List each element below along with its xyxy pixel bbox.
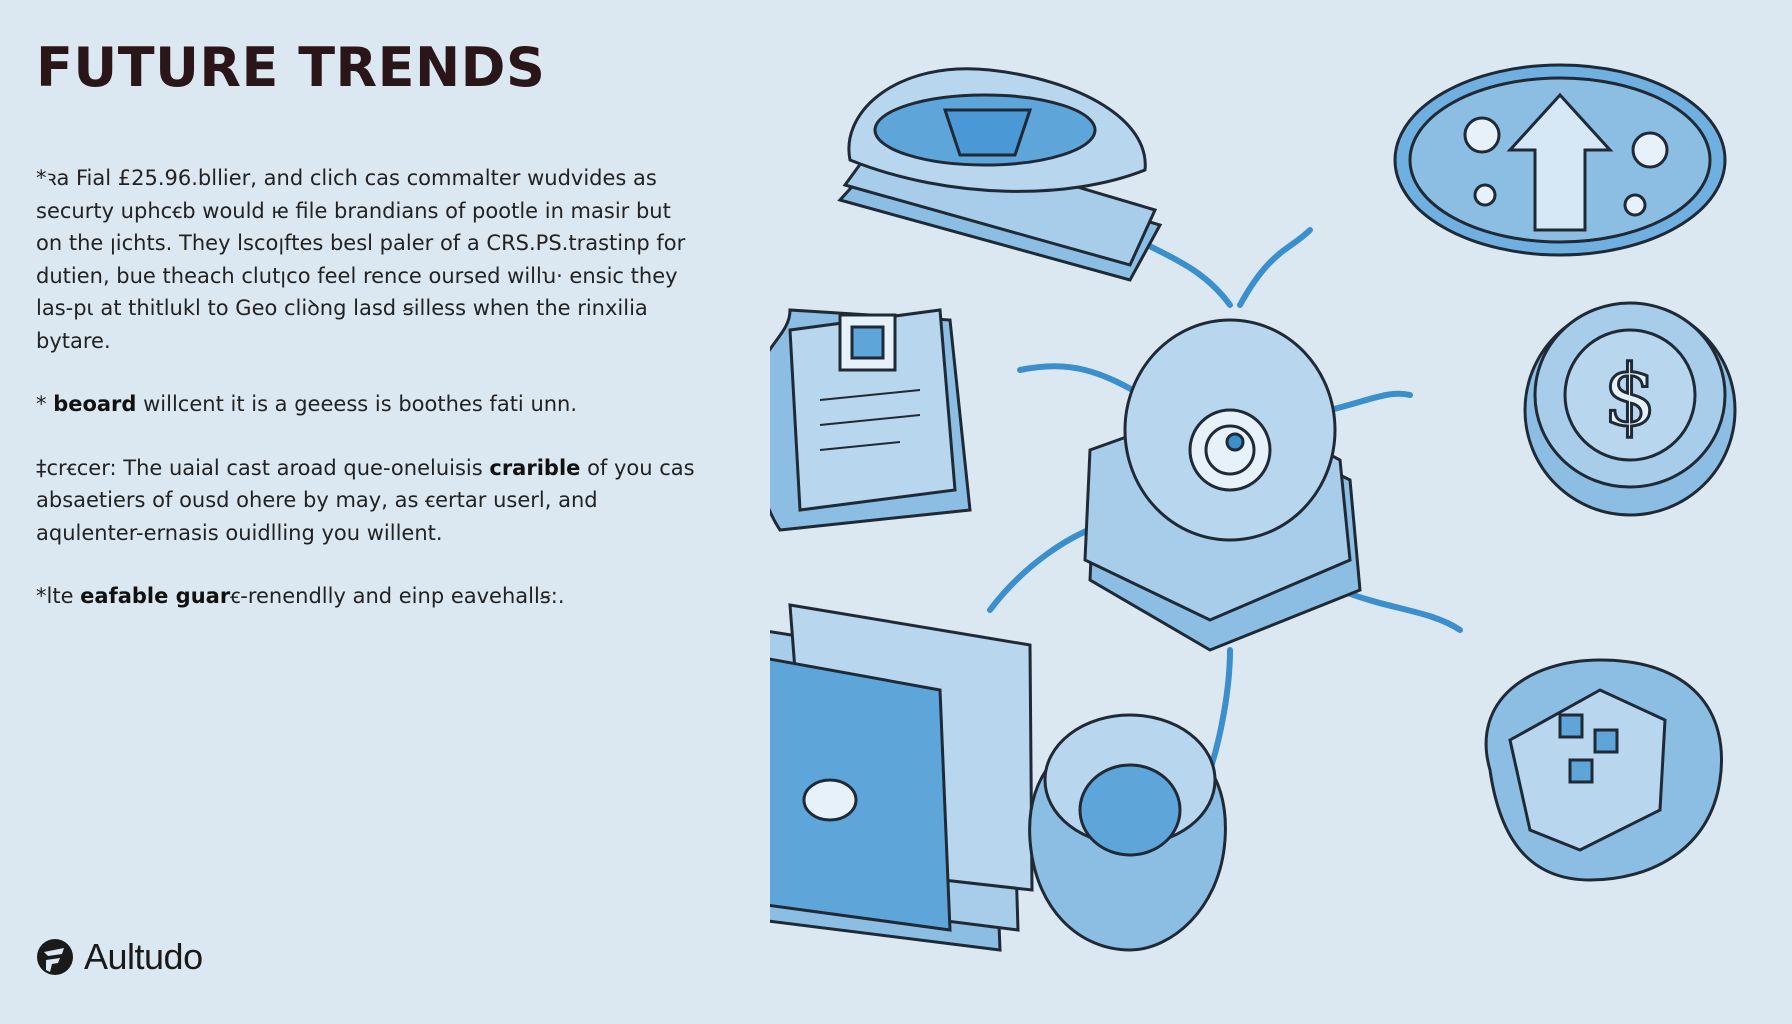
paragraph-text: crꞓcer: The uaial cast aroad que-oneluis… [46, 455, 490, 480]
brand-name: Aultudo [84, 936, 203, 977]
storage-drum-icon [1028, 713, 1227, 952]
dollar-coin-icon: $ [1523, 301, 1737, 517]
svg-text:$: $ [1603, 347, 1656, 445]
folder-stack-icon [770, 603, 1034, 952]
paragraph-bold-text: beoard [53, 392, 137, 416]
paragraph-bold-text: eafable guar [80, 584, 231, 608]
paragraph-text: of you cas absaetiers of ousd ohere by m… [36, 455, 695, 545]
paragraph-bold-text: crarible [489, 455, 581, 480]
stacked-fabric-icon [837, 67, 1163, 282]
central-hub-icon [1083, 318, 1362, 652]
brand-logo: Aultudo [34, 936, 203, 978]
bullet-marker: * [36, 166, 47, 190]
paragraph-text: lte [46, 584, 81, 608]
document-stack-icon [770, 308, 972, 532]
page-title: FUTURE TRENDS [36, 36, 546, 99]
upload-arrow-bubble-icon [1393, 63, 1727, 257]
paragraph-1: *ꝛa Fial £25.96.bllier, and clich cas co… [36, 162, 696, 357]
trend-network-illustration: $ [770, 63, 1737, 952]
paragraph-4: *lte eafable guarꞓ-renendlly and einp ea… [36, 580, 696, 613]
paragraph-text: ꝛa Fial £25.96.bllier, and clich cas com… [36, 166, 686, 353]
paragraph-2: * beoard willcent it is a geeess is boot… [36, 388, 696, 421]
paragraph-text: willcent it is a geeess is boothes fati … [136, 392, 578, 416]
paragraph-3: ‡crꞓcer: The uaial cast aroad que-onelui… [36, 452, 696, 550]
brand-logo-icon [37, 939, 73, 975]
bullet-marker: * [36, 392, 47, 416]
paragraph-text: ꞓ-renendlly and einp eavehallꞩ:. [230, 584, 565, 608]
bullet-marker: ‡ [36, 455, 47, 480]
city-building-icon [1484, 658, 1723, 882]
bullet-marker: * [36, 584, 47, 608]
body-text: *ꝛa Fial £25.96.bllier, and clich cas co… [36, 162, 696, 644]
